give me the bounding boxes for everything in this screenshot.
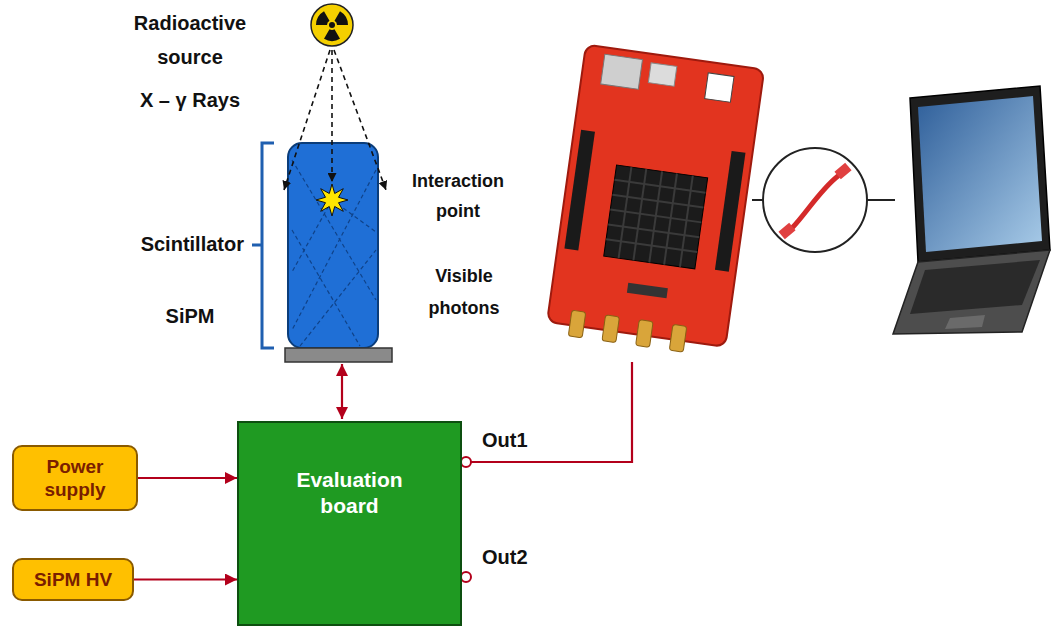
gamma-rays bbox=[284, 50, 386, 190]
output-port bbox=[461, 457, 471, 467]
ethernet-cable bbox=[778, 163, 851, 240]
power-supply-box: Power supply bbox=[12, 445, 138, 511]
acquisition-board bbox=[546, 45, 765, 358]
sipm-sensor bbox=[285, 348, 392, 362]
port-label: Out2 bbox=[482, 545, 552, 569]
scintillator-label: Scintillator bbox=[112, 232, 244, 256]
node-text: Evaluation board bbox=[285, 467, 415, 519]
evaluation-board-box: Evaluation board bbox=[237, 421, 462, 626]
hv-supply-box: SiPM HV bbox=[12, 558, 134, 601]
ethernet-cable-inset bbox=[763, 148, 867, 252]
photon-paths bbox=[292, 160, 376, 346]
node-text: SiPM HV bbox=[34, 568, 112, 591]
link-wire bbox=[752, 199, 763, 201]
sipm-link bbox=[341, 364, 343, 419]
output-port bbox=[461, 572, 471, 582]
scintillator-bracket bbox=[252, 143, 274, 348]
photons-label: Visible photons bbox=[412, 260, 516, 324]
laptop bbox=[893, 86, 1050, 334]
interaction-label: Interaction point bbox=[402, 166, 514, 226]
scintillator-crystal bbox=[288, 143, 378, 348]
port-label: Out1 bbox=[482, 428, 552, 452]
interaction-star bbox=[316, 184, 348, 216]
radiation-label: X – γ Rays bbox=[115, 88, 265, 112]
power-arrow bbox=[134, 578, 237, 580]
sipm-label: SiPM bbox=[148, 304, 232, 328]
power-arrow bbox=[138, 477, 237, 479]
radiation-symbol bbox=[311, 4, 353, 46]
link-wire bbox=[867, 199, 895, 201]
source-label: Radioactive source bbox=[120, 6, 260, 74]
out1-wire bbox=[471, 362, 632, 462]
node-text: Power supply bbox=[24, 455, 126, 501]
